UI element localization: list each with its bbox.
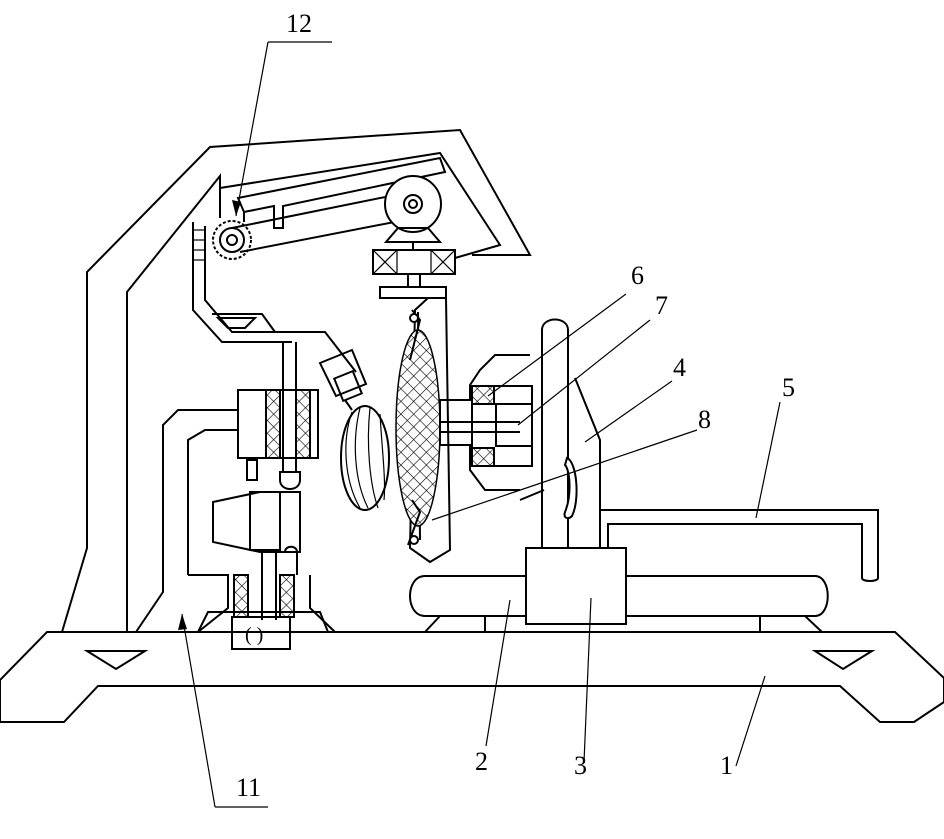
brush-head [341,406,389,510]
clamp-unit [440,355,532,490]
pulley-icon [385,176,441,232]
part-labels: 12 6 7 4 8 5 2 3 1 11 [236,9,795,802]
label-11: 11 [236,773,261,802]
label-2: 2 [475,747,488,776]
center-plate [396,298,450,562]
gear-icon [213,221,251,259]
mesh-disk [396,330,440,526]
drive-assembly: ( ) [136,342,335,649]
label-3: 3 [574,751,587,780]
bearing [373,250,455,274]
label-6: 6 [631,261,644,290]
gear-mechanism [213,158,455,298]
brush-assembly [320,350,389,510]
label-12: 12 [286,9,312,38]
svg-text:( ): ( ) [245,624,263,646]
label-5: 5 [782,373,795,402]
carriage [526,548,626,624]
base-plate [0,632,944,722]
side-arm [600,510,878,581]
label-7: 7 [655,291,668,320]
label-1: 1 [720,751,733,780]
label-4: 4 [673,353,686,382]
label-8: 8 [698,405,711,434]
